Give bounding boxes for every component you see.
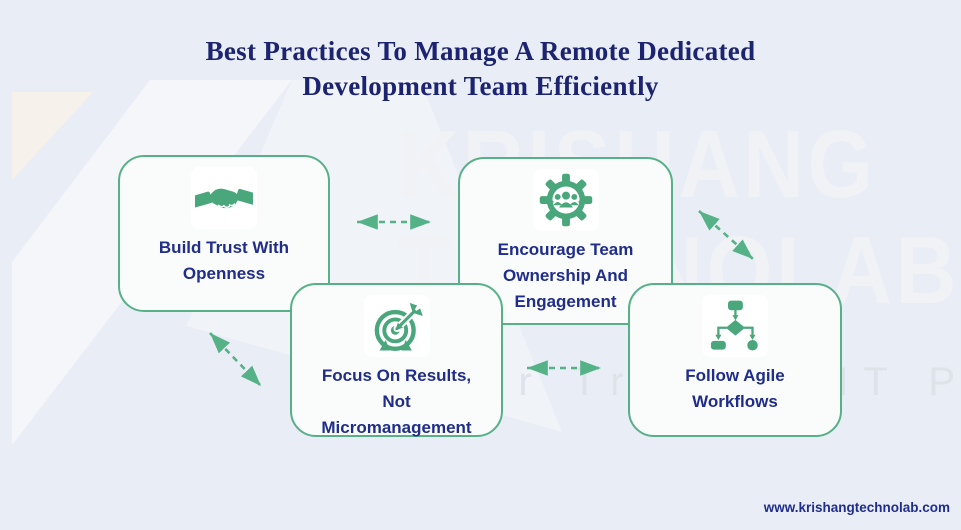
arrow-team-ownership-to-agile-workflows xyxy=(698,210,754,260)
page-title-line-2: Development Team Efficiently xyxy=(302,71,659,101)
agile-flowchart-icon xyxy=(702,295,768,357)
page-title-line-1: Best Practices To Manage A Remote Dedica… xyxy=(205,36,756,66)
card-focus-results: Focus On Results, Not Micromanagement xyxy=(290,283,503,437)
card-label-focus-results: Focus On Results, Not Micromanagement xyxy=(321,366,472,437)
arrow-build-trust-to-team-ownership xyxy=(357,214,431,230)
card-label-build-trust: Build Trust With Openness xyxy=(158,238,290,283)
handshake-icon xyxy=(191,167,257,229)
page-title: Best Practices To Manage A Remote Dedica… xyxy=(0,34,961,104)
team-gear-icon xyxy=(532,169,599,231)
website-url: www.krishangtechnolab.com xyxy=(763,500,950,515)
card-label-team-ownership: Encourage Team Ownership And Engagement xyxy=(497,240,634,311)
card-label-agile-workflows: Follow Agile Workflows xyxy=(685,366,785,411)
card-team-ownership: Encourage Team Ownership And Engagement xyxy=(458,157,673,325)
card-agile-workflows: Follow Agile Workflows xyxy=(628,283,842,437)
arrow-focus-results-to-agile-workflows xyxy=(527,360,601,376)
arrow-build-trust-to-focus-results xyxy=(209,332,262,387)
target-dart-icon xyxy=(363,295,430,357)
card-build-trust: Build Trust With Openness xyxy=(118,155,330,312)
